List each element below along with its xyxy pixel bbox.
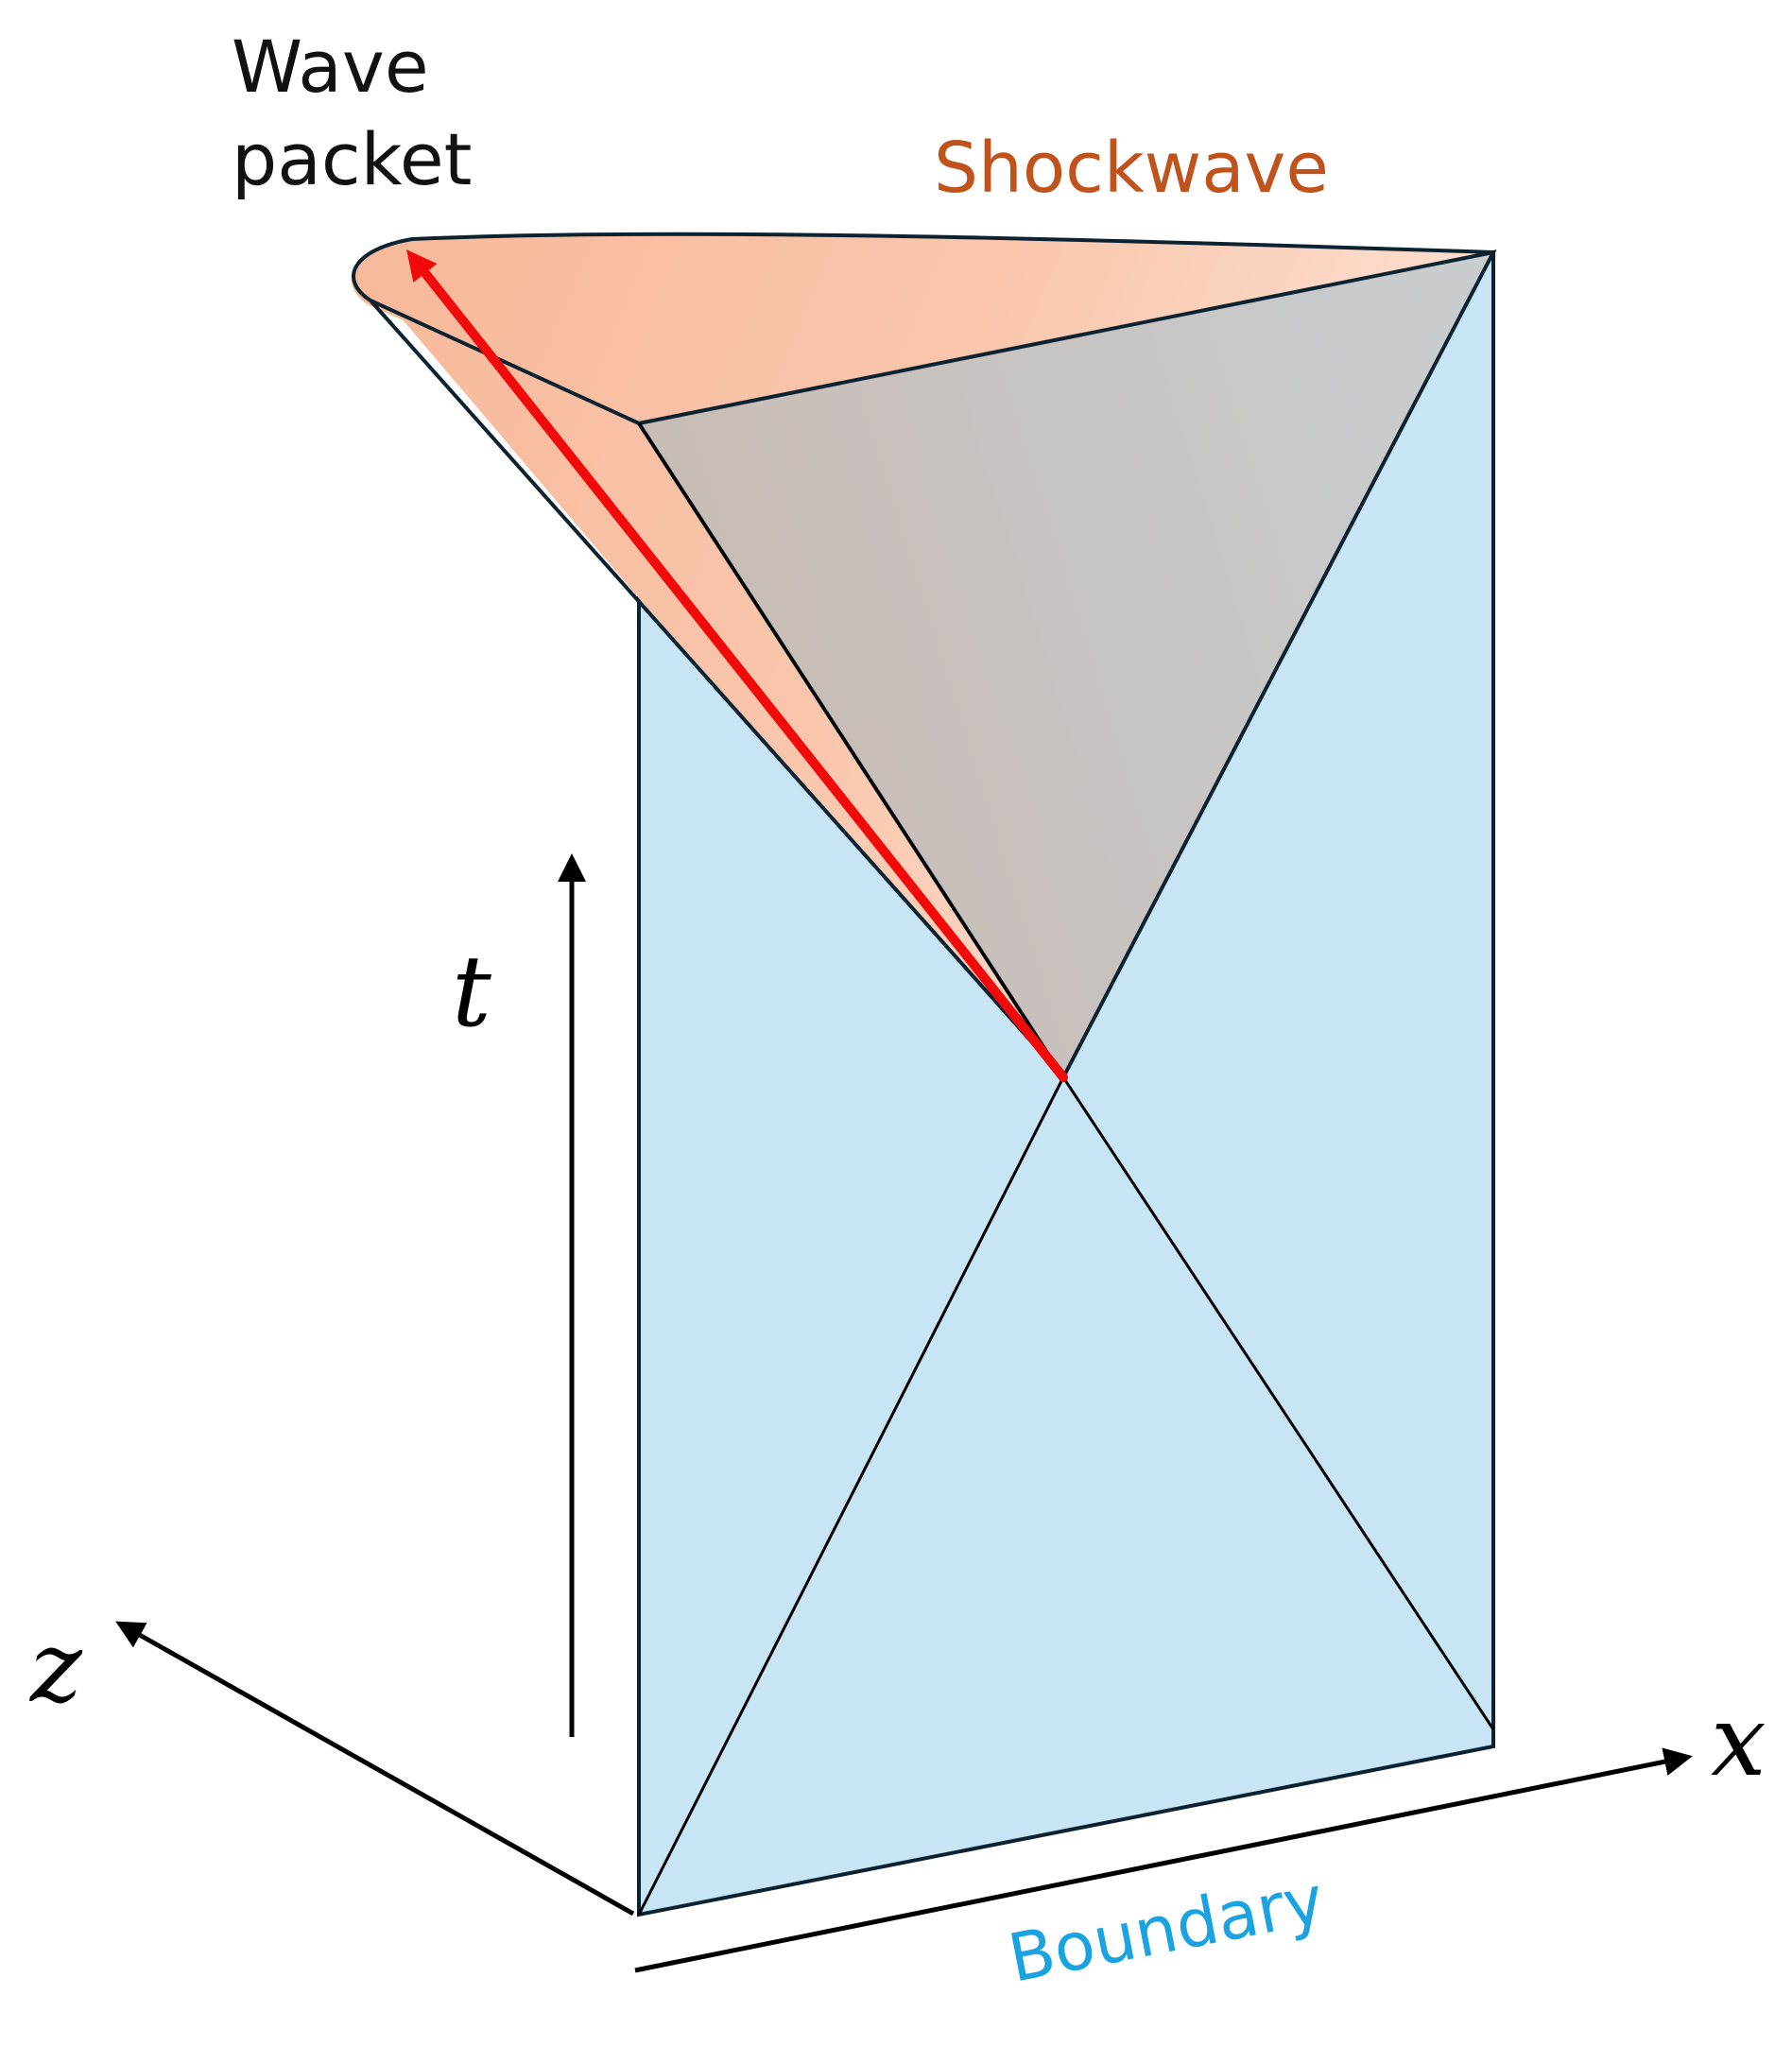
boundary-label: Boundary [1003,1861,1331,1998]
shockwave-label: Shockwave [934,128,1329,209]
axis-x-arrow [634,1747,1693,1973]
shockwave-lower-edge [369,299,1065,1079]
shockwave-outline [352,232,1494,425]
wave-packet-label-line2: packet [232,117,472,201]
axis-x-label: x [1711,1683,1766,1798]
lightcone-line-left-past [637,1076,1065,1916]
lightcone-line-right-past [1061,1076,1495,1730]
axis-z-arrow [115,1621,635,1917]
axis-z-label: z [28,1609,83,1725]
lightcone-line-left-future [637,422,1065,1078]
axis-t-label: t [452,934,491,1049]
wave-packet-label-line1: Wave [232,25,429,109]
wave-packet-arrow [406,249,1068,1082]
